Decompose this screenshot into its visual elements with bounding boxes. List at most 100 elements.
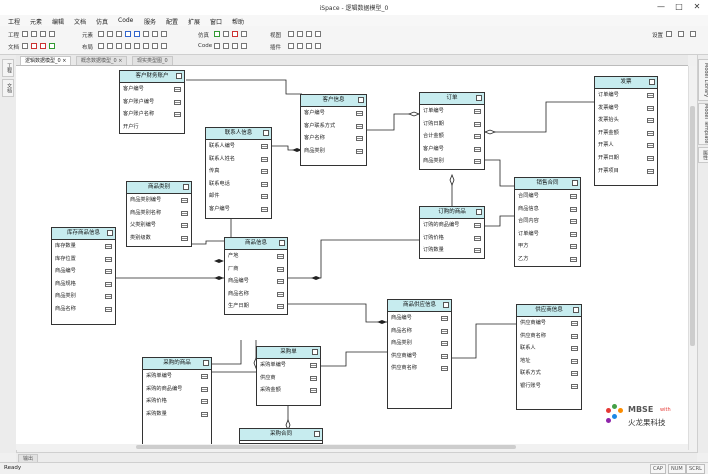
same-size-icon[interactable] bbox=[152, 43, 158, 49]
tab-logical-model[interactable]: 逻辑数据模型_0 × bbox=[20, 56, 72, 65]
entity-field[interactable]: 联系人姓名 bbox=[206, 153, 271, 166]
settings-label[interactable]: 设置 bbox=[652, 33, 664, 39]
entity-field[interactable]: 商品规格 bbox=[52, 278, 115, 291]
entity-field[interactable]: 订购的商品编号 bbox=[420, 219, 484, 232]
entity-sales-contract[interactable]: 销售合同 合同编号 商品信息 合同内容 订单编号 甲方 乙方 bbox=[514, 177, 581, 267]
save-icon[interactable] bbox=[40, 31, 46, 37]
tab-close-icon[interactable]: × bbox=[62, 58, 67, 64]
entity-field[interactable]: 客户名称 bbox=[301, 132, 366, 145]
entity-purchased-goods[interactable]: 采购的商品 采购单编号 采购的商品编号 采购价格 采购数量 bbox=[142, 357, 212, 445]
left-tab-document[interactable]: 文档 bbox=[2, 79, 14, 97]
entity-field[interactable]: 合同内容 bbox=[515, 215, 580, 228]
entity-field[interactable]: 供应商编号 bbox=[388, 350, 451, 363]
entity-field[interactable]: 联系方式 bbox=[517, 367, 581, 380]
entity-field[interactable]: 邮件 bbox=[206, 190, 271, 203]
stop-icon[interactable] bbox=[232, 31, 238, 37]
align-center-icon[interactable] bbox=[107, 43, 113, 49]
right-tab-model-library[interactable]: Model Library bbox=[698, 59, 708, 101]
entity-inventory[interactable]: 库存商品信息 库存数量 库存位置 商品编号 商品规格 商品类别 商品名称 bbox=[51, 227, 116, 325]
grid-icon[interactable] bbox=[315, 31, 321, 37]
entity-field[interactable]: 联系人 bbox=[517, 342, 581, 355]
run-icon[interactable] bbox=[214, 31, 220, 37]
entity-purchase-order[interactable]: 采购单 采购单编号 供应商 采购金额 bbox=[256, 346, 321, 406]
entity-field[interactable]: 商品名称 bbox=[225, 288, 287, 301]
entity-field[interactable]: 订购日期 bbox=[420, 118, 484, 131]
entity-invoice[interactable]: 发票 订单编号 发票编号 发票抬头 开票金额 开票人 开票日期 开票项目 bbox=[594, 76, 658, 186]
close-project-icon[interactable] bbox=[49, 31, 55, 37]
entity-field[interactable]: 联系人编号 bbox=[206, 140, 271, 153]
pause-icon[interactable] bbox=[223, 31, 229, 37]
entity-field[interactable]: 开票日期 bbox=[595, 152, 657, 165]
link-supplier-supply[interactable] bbox=[452, 323, 516, 359]
entity-field[interactable]: 客户编号 bbox=[420, 143, 484, 156]
entity-field[interactable]: 订单编号 bbox=[515, 228, 580, 241]
new-project-icon[interactable] bbox=[22, 31, 28, 37]
link-category-goods[interactable] bbox=[181, 240, 224, 245]
entity-field[interactable]: 商品类别 bbox=[301, 145, 366, 158]
entity-field[interactable]: 商品编号 bbox=[225, 275, 287, 288]
entity-field[interactable]: 联系电话 bbox=[206, 178, 271, 191]
link-customer-order[interactable] bbox=[367, 113, 419, 131]
link-goods-purchased[interactable] bbox=[212, 340, 242, 365]
entity-customer-finance[interactable]: 客户财务账户 客户编号 客户账户编号 客户账户名称 开户行 bbox=[119, 70, 185, 134]
fullscreen-icon[interactable] bbox=[690, 31, 696, 37]
entity-field[interactable]: 传真 bbox=[206, 165, 271, 178]
menu-project[interactable]: 工程 bbox=[8, 19, 21, 26]
entity-customer-info[interactable]: 客户信息 客户编号 客户联系方式 客户名称 商品类别 bbox=[300, 94, 367, 166]
align-bottom-icon[interactable] bbox=[143, 43, 149, 49]
entity-field[interactable]: 供应商编号 bbox=[517, 317, 581, 330]
entity-field[interactable]: 订单编号 bbox=[595, 89, 657, 102]
entity-field[interactable]: 银行账号 bbox=[517, 380, 581, 393]
entity-field[interactable]: 厂商 bbox=[225, 263, 287, 276]
doc-icon[interactable] bbox=[22, 43, 28, 49]
properties-icon[interactable] bbox=[161, 31, 167, 37]
entity-field[interactable]: 库存数量 bbox=[52, 240, 115, 253]
align-left-icon[interactable] bbox=[98, 43, 104, 49]
entity-ordered-goods[interactable]: 订购的商品 订购的商品编号 订购价格 订购数量 bbox=[419, 206, 485, 259]
cut-icon[interactable] bbox=[98, 31, 104, 37]
menu-element[interactable]: 元素 bbox=[30, 19, 43, 26]
link-ordered-contract[interactable] bbox=[485, 215, 514, 227]
layout-icon[interactable] bbox=[678, 31, 684, 37]
generate-code-icon[interactable] bbox=[214, 43, 220, 49]
link-ordered-goods[interactable] bbox=[288, 239, 419, 279]
menu-service[interactable]: 服务 bbox=[144, 19, 157, 26]
distribute-icon[interactable] bbox=[161, 43, 167, 49]
entity-field[interactable]: 商品类别名称 bbox=[127, 207, 191, 220]
right-tab-properties[interactable]: 属性 bbox=[698, 147, 708, 163]
redo-icon[interactable] bbox=[134, 31, 140, 37]
open-project-icon[interactable] bbox=[31, 31, 37, 37]
tab-reality-type[interactable]: 现实类型图_0 bbox=[132, 56, 173, 65]
entity-field[interactable]: 甲方 bbox=[515, 240, 580, 253]
entity-field[interactable]: 采购单编号 bbox=[143, 370, 211, 383]
align-right-icon[interactable] bbox=[116, 43, 122, 49]
entity-field[interactable]: 订购数量 bbox=[420, 244, 484, 257]
entity-field[interactable]: 商品名称 bbox=[388, 325, 451, 338]
excel-icon[interactable] bbox=[49, 43, 55, 49]
entity-field[interactable]: 地址 bbox=[517, 355, 581, 368]
entity-field[interactable]: 客户账户名称 bbox=[120, 108, 184, 121]
settings-icon[interactable] bbox=[666, 31, 672, 37]
entity-field[interactable]: 客户编号 bbox=[120, 83, 184, 96]
tab-close-icon[interactable]: × bbox=[118, 58, 123, 64]
reverse-code-icon[interactable] bbox=[223, 43, 229, 49]
menu-document[interactable]: 文档 bbox=[74, 19, 87, 26]
entity-goods-category[interactable]: 商品类别 商品类别编号 商品类别名称 父类别编号 类别级数 bbox=[126, 181, 192, 247]
link-goods-supply[interactable] bbox=[288, 303, 387, 323]
entity-field[interactable]: 订单编号 bbox=[420, 105, 484, 118]
sync-code-icon[interactable] bbox=[232, 43, 238, 49]
horizontal-scrollbar[interactable] bbox=[16, 444, 688, 450]
align-top-icon[interactable] bbox=[125, 43, 131, 49]
entity-field[interactable]: 产地 bbox=[225, 250, 287, 263]
entity-field[interactable]: 采购金额 bbox=[257, 384, 320, 397]
plugin-1-icon[interactable] bbox=[288, 43, 294, 49]
entity-field[interactable]: 客户账户编号 bbox=[120, 96, 184, 109]
menu-simulation[interactable]: 仿真 bbox=[96, 19, 109, 26]
entity-field[interactable]: 开票金额 bbox=[595, 127, 657, 140]
plugin-2-icon[interactable] bbox=[297, 43, 303, 49]
entity-field[interactable]: 合同编号 bbox=[515, 190, 580, 203]
menu-edit[interactable]: 编辑 bbox=[52, 19, 65, 26]
left-tab-project[interactable]: 工程 bbox=[2, 59, 14, 77]
close-button[interactable]: ✕ bbox=[693, 2, 701, 11]
entity-field[interactable]: 父类别编号 bbox=[127, 219, 191, 232]
